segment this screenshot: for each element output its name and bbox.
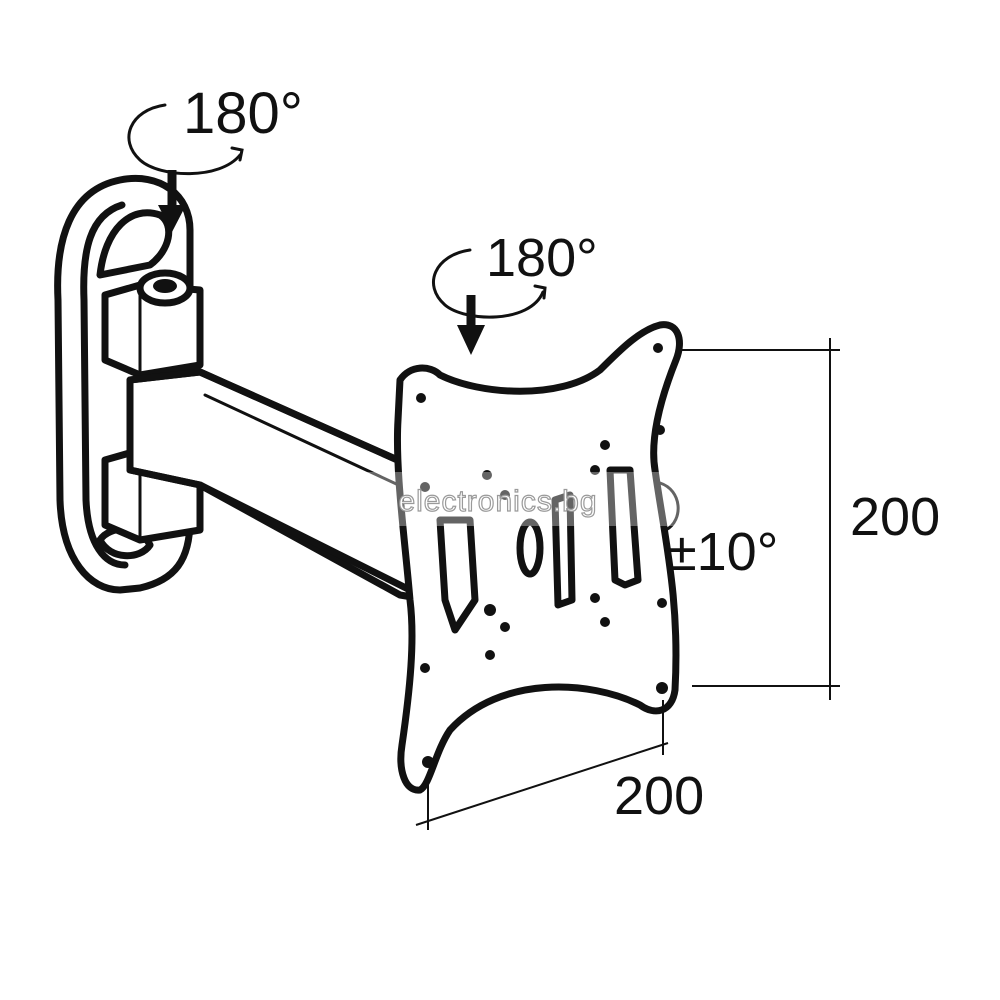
plate-rotation-label: 180° <box>486 228 598 288</box>
width-dimension-label: 200 <box>614 766 704 826</box>
height-dimension-label: 200 <box>850 487 940 547</box>
upper-hinge <box>101 269 204 379</box>
tilt-arc <box>658 481 680 532</box>
width-dimension <box>415 700 669 830</box>
mounting-hole <box>416 393 426 403</box>
watermark-box <box>308 472 693 526</box>
mounting-hole <box>653 343 663 353</box>
height-dimension <box>680 338 840 700</box>
watermark-text: electronics.bg <box>398 485 597 518</box>
top-rotation-arrow <box>127 103 244 232</box>
top-rotation-label: 180° <box>183 81 303 146</box>
mounting-hole <box>422 756 434 768</box>
tilt-label: ±10° <box>667 522 778 582</box>
vesa-plate <box>393 321 683 794</box>
plate-rotation-arrow <box>432 248 547 355</box>
mounting-hole <box>656 682 668 694</box>
